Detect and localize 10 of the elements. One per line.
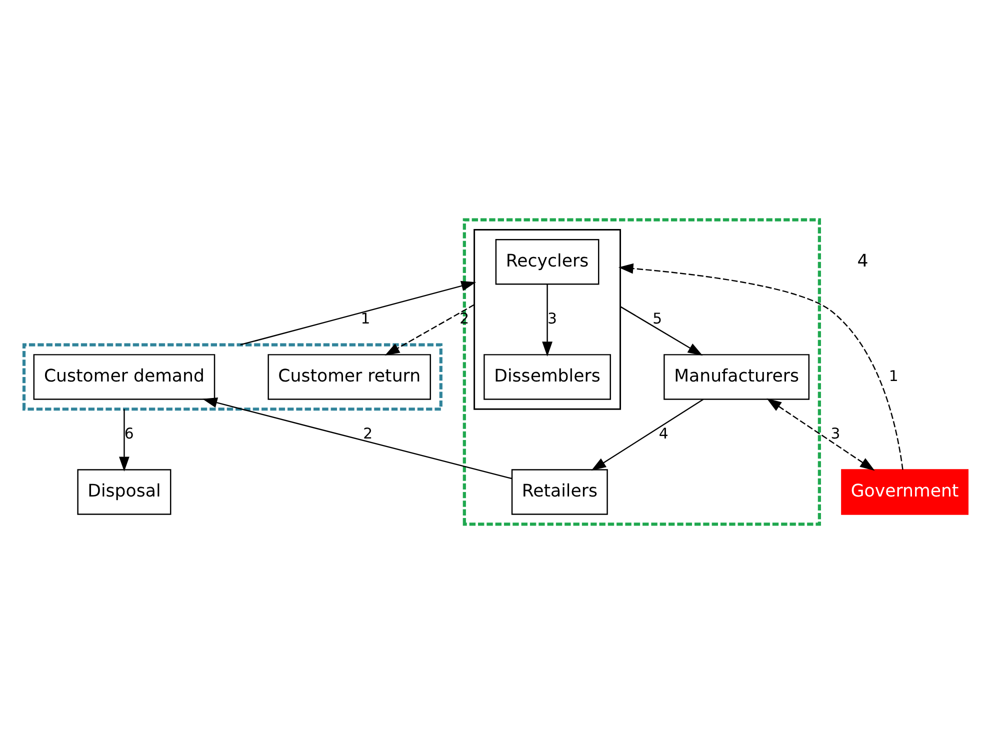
edge-label: 1 — [360, 310, 370, 328]
edge-label: 2 — [363, 425, 373, 442]
label: 4 — [857, 251, 868, 272]
edge-label: 1 — [888, 368, 898, 385]
edge-label: 2 — [460, 310, 470, 328]
edge-label: 5 — [652, 310, 662, 328]
edge-label: 3 — [548, 310, 557, 328]
edge-label: 3 — [830, 425, 840, 442]
edge-label: 4 — [658, 425, 668, 442]
edge-label: 6 — [124, 425, 134, 442]
